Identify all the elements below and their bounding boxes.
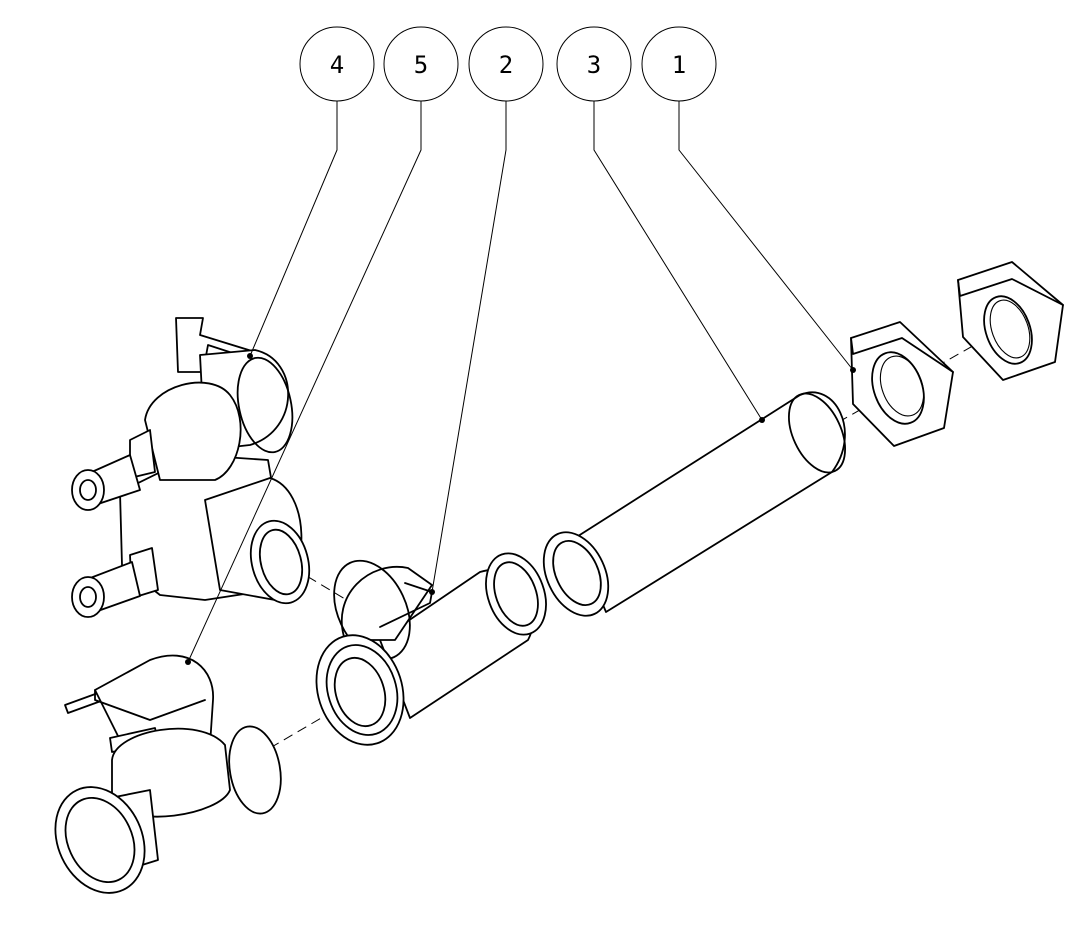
leader-line xyxy=(431,101,507,593)
hex-nut-far xyxy=(957,261,1064,381)
leader-dot xyxy=(185,659,191,665)
leader-dot xyxy=(429,589,435,595)
leader-dot xyxy=(247,353,253,359)
callout-number: 5 xyxy=(414,51,428,79)
leader-line xyxy=(593,101,763,421)
leader-dot xyxy=(850,367,856,373)
callout-balloon: 4 xyxy=(299,26,375,102)
callout-number: 2 xyxy=(499,51,513,79)
leader-line xyxy=(678,101,854,371)
callout-balloon: 2 xyxy=(468,26,544,102)
leader-dot xyxy=(759,417,765,423)
callout-balloon: 3 xyxy=(556,26,632,102)
callout-number: 4 xyxy=(330,51,344,79)
manifold-block xyxy=(71,317,311,618)
straight-tube xyxy=(542,391,846,617)
valve-body xyxy=(54,654,282,894)
callout-balloon: 1 xyxy=(641,26,717,102)
tee-fitting xyxy=(315,552,547,746)
leader-lines xyxy=(185,101,856,665)
leader-line xyxy=(187,101,422,663)
hex-nut-near xyxy=(850,321,954,447)
callout-balloon: 5 xyxy=(383,26,459,102)
callout-number: 3 xyxy=(587,51,601,79)
leader-line xyxy=(249,101,338,357)
callout-number: 1 xyxy=(672,51,686,79)
